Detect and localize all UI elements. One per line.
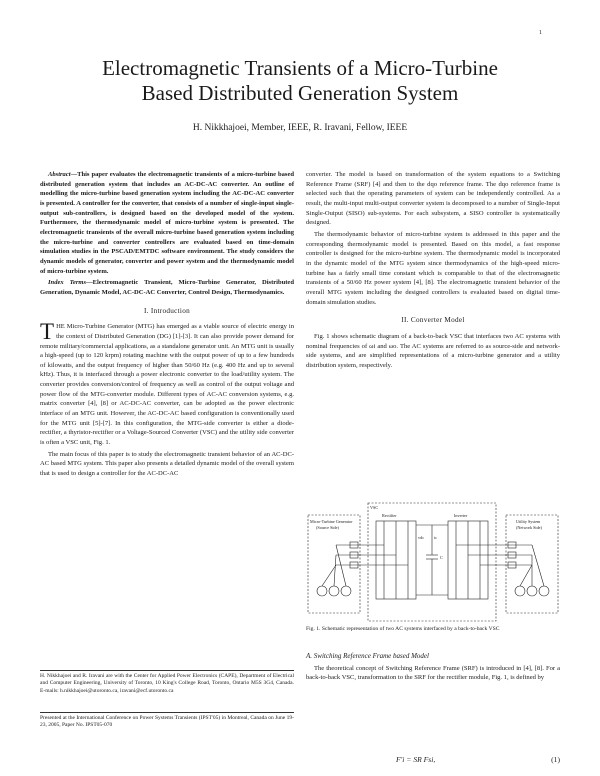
footnote-rule [40, 670, 294, 671]
source-side-title: Micro-Turbine Generator [310, 519, 353, 524]
network-voltage-c [538, 585, 550, 597]
footnote-rule-2 [40, 712, 294, 713]
index-terms-lead: Index Terms [48, 279, 87, 287]
index-terms: Index Terms—Electromagnetic Transient, M… [40, 278, 294, 297]
dc-voltage-label: vdc [418, 535, 424, 540]
capacitor-label: C [440, 555, 443, 560]
right-column-lower: A. Switching Reference Frame based Model… [306, 648, 560, 685]
source-side-block [307, 514, 361, 614]
inverter-label: Inverter [454, 513, 468, 518]
abstract-lead: Abstract [48, 171, 71, 178]
figure-1-schematic: VSC Rectifier Inverter Micro-Turbine Gen… [307, 502, 559, 622]
source-voltage-b [328, 585, 340, 597]
dc-current-label: ic [434, 535, 437, 540]
converter-paragraph-1: Fig. 1 shows schematic diagram of a back… [306, 332, 560, 369]
srf-paragraph: The theoretical concept of Switching Ref… [306, 664, 560, 682]
section-heading-introduction: I. Introduction [143, 306, 191, 315]
network-side-subtitle: (Network Side) [516, 525, 543, 530]
section-heading-converter-model: II. Converter Model [401, 316, 465, 325]
figure-1-caption: Fig. 1. Schematic representation of two … [306, 626, 500, 632]
network-side-title: Utility System [516, 519, 541, 524]
abstract: Abstract—This paper evaluates the electr… [40, 170, 294, 276]
footnote-conference: Presented at the International Conferenc… [40, 715, 294, 729]
equation-body: F′i = SR Fsi, [396, 755, 436, 764]
footnote-affiliation: H. Nikkhajoei and R. Iravani are with th… [40, 673, 294, 694]
source-voltage-a [316, 585, 328, 597]
page-number: 1 [539, 30, 542, 36]
subsection-heading-srf: A. Switching Reference Frame based Model [306, 652, 429, 660]
abstract-text: —This paper evaluates the electromagneti… [40, 171, 294, 275]
index-terms-text: —Electromagnetic Transient, Micro-Turbin… [40, 279, 294, 296]
source-side-subtitle: (Source Side) [316, 525, 340, 530]
title-line-2: Based Distributed Generation System [141, 81, 459, 105]
intro-paragraph-3: converter. The model is based on transfo… [306, 171, 560, 227]
equation-number: (1) [551, 755, 560, 764]
intro-paragraph-1-text: HE Micro-Turbine Generator (MTG) has eme… [40, 323, 294, 447]
vsc-label: VSC [370, 505, 378, 510]
network-voltage-a [514, 585, 526, 597]
rectifier-label: Rectifier [382, 513, 397, 518]
drop-cap: T [40, 319, 55, 345]
network-side-block [505, 514, 559, 614]
authors: H. Nikkhajoei, Member, IEEE, R. Iravani,… [192, 123, 408, 133]
title-line-1: Electromagnetic Transients of a Micro-Tu… [102, 56, 498, 80]
intro-paragraph-2: The main focus of this paper is to study… [40, 450, 294, 478]
paper-title: Electromagnetic Transients of a Micro-Tu… [40, 56, 560, 106]
source-voltage-c [340, 585, 352, 597]
right-column: converter. The model is based on transfo… [306, 170, 560, 372]
network-voltage-b [526, 585, 538, 597]
vsc-boundary [367, 502, 497, 622]
intro-paragraph-4: The thermodynamic behavior of micro-turb… [306, 230, 560, 306]
left-column: Abstract—This paper evaluates the electr… [40, 170, 294, 481]
